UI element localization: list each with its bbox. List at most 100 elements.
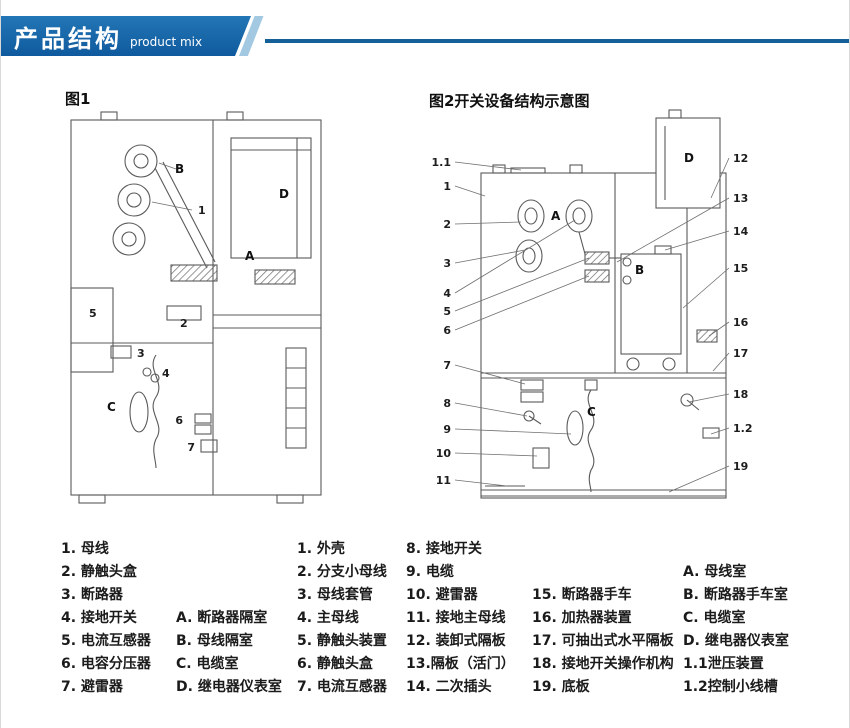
title-banner: 产品结构 product mix: [1, 16, 251, 56]
fig2-callout-8: 8: [443, 397, 451, 410]
fig1-labels: 1 2 3 4 5 6 7 A B C D: [89, 162, 289, 454]
figure2-caption: 图2开关设备结构示意图: [429, 92, 590, 110]
fig1-label-2: 2: [180, 317, 188, 330]
fig2-busbar-compartment: [515, 199, 621, 283]
legend-item: 5. 电流互感器: [61, 633, 151, 649]
fig2-callout-10: 10: [436, 447, 452, 460]
legend-col-fig1-letters: A. 断路器隔室 B. 母线隔室 C. 电缆室 D. 继电器仪表室: [176, 607, 282, 699]
legend-item: 1.1泄压装置: [683, 656, 764, 672]
legend-item: 17. 可抽出式水平隔板: [532, 633, 674, 649]
legend-item: 1.2控制小线槽: [683, 679, 778, 695]
legend-item: B. 断路器手车室: [683, 587, 788, 603]
fig2-leader-lines: [454, 157, 730, 493]
legend-item: 7. 电流互感器: [297, 679, 387, 695]
fig2-label-C: C: [587, 405, 596, 419]
legend-col-fig1-numbers: 1. 母线 2. 静触头盒 3. 断路器 4. 接地开关 5. 电流互感器 6.…: [61, 538, 151, 699]
fig1-bushings: [112, 144, 218, 321]
legend-item: 10. 避雷器: [406, 587, 478, 603]
fig2-label-D: D: [684, 151, 694, 165]
fig2-callout-19: 19: [733, 460, 748, 473]
fig1-label-3: 3: [137, 347, 145, 360]
fig2-callout-2: 2: [443, 218, 451, 231]
fig2-label-B: B: [635, 263, 644, 277]
fig2-callout-12: 12: [733, 152, 748, 165]
figure2-diagram: 1.1 1 2 3 4 5 6 7 8 9 10 11 12 13 14 15 …: [432, 109, 753, 499]
legend-item: 11. 接地主母线: [406, 610, 506, 626]
fig1-label-1: 1: [198, 204, 206, 217]
figure1-diagram: 1 2 3 4 5 6 7 A B C D: [70, 111, 322, 504]
legend-item: 2. 分支小母线: [297, 564, 387, 580]
figure1-caption: 图1: [65, 90, 91, 108]
fig2-callouts-right: 12 13 14 15 16 17 18 1.2 19: [733, 152, 753, 473]
legend-col-fig2-1to7: 1. 外壳 2. 分支小母线 3. 母线套管 4. 主母线 5. 静触头装置 6…: [297, 538, 387, 699]
legend-item: 6. 电容分压器: [61, 656, 151, 672]
page-title: 产品结构: [14, 24, 122, 53]
fig2-breaker-truck: [620, 245, 720, 439]
legend-item: 2. 静触头盒: [61, 564, 137, 580]
legend-col-fig2-8to14: 8. 接地开关 9. 电缆 10. 避雷器 11. 接地主母线 12. 装卸式隔…: [406, 538, 515, 699]
legend-item: C. 电缆室: [176, 656, 239, 672]
legend-item: D. 继电器仪表室: [683, 633, 789, 649]
fig1-label-4: 4: [162, 367, 170, 380]
legend-item: 4. 接地开关: [61, 610, 137, 626]
legend-item: 15. 断路器手车: [532, 587, 632, 603]
fig2-callout-18: 18: [733, 388, 748, 401]
fig2-callout-1-2: 1.2: [733, 422, 753, 435]
legend-item: 1. 外壳: [297, 541, 345, 557]
fig1-label-6: 6: [175, 414, 183, 427]
legend-item: 3. 断路器: [61, 587, 123, 603]
fig1-lower-compartment: [70, 287, 218, 469]
fig2-callout-15: 15: [733, 262, 748, 275]
legend-item: A. 断路器隔室: [176, 610, 268, 626]
legend-item: D. 继电器仪表室: [176, 679, 282, 695]
legend-col-fig2-15to19: 15. 断路器手车 16. 加热器装置 17. 可抽出式水平隔板 18. 接地开…: [532, 584, 674, 699]
legend-item: 18. 接地开关操作机构: [532, 656, 674, 672]
fig1-label-C: C: [107, 400, 116, 414]
legend-item: 5. 静触头装置: [297, 633, 387, 649]
fig1-label-7: 7: [187, 441, 195, 454]
fig2-callout-17: 17: [733, 347, 748, 360]
page-header: 产品结构 product mix: [1, 16, 849, 58]
legend-item: 13.隔板（活门）: [406, 656, 515, 672]
fig2-callout-1: 1: [443, 180, 451, 193]
legend-item: 6. 静触头盒: [297, 656, 373, 672]
legend-item: 4. 主母线: [297, 610, 359, 626]
banner-rule-line: [265, 39, 849, 43]
fig2-callout-3: 3: [443, 257, 451, 270]
legend-item: 12. 装卸式隔板: [406, 633, 506, 649]
legend-item: 19. 底板: [532, 679, 590, 695]
legend-item: 1. 母线: [61, 541, 109, 557]
fig2-cabinet-outline: [480, 164, 727, 499]
fig2-callout-7: 7: [443, 359, 451, 372]
fig2-callout-11: 11: [436, 474, 451, 487]
fig2-callout-5: 5: [443, 305, 451, 318]
legend-item: B. 母线隔室: [176, 633, 253, 649]
legend-item: 14. 二次插头: [406, 679, 492, 695]
fig2-callout-1-1: 1.1: [432, 156, 452, 169]
fig2-callout-14: 14: [733, 225, 749, 238]
fig1-cabinet-outline: [70, 111, 322, 504]
legend-item: 9. 电缆: [406, 564, 454, 580]
fig2-callout-13: 13: [733, 192, 748, 205]
fig1-label-5: 5: [89, 307, 97, 320]
fig2-callout-4: 4: [443, 287, 451, 300]
legend-col-fig2-letters: A. 母线室 B. 断路器手车室 C. 电缆室 D. 继电器仪表室 1.1泄压装…: [683, 561, 789, 699]
fig1-label-A: A: [245, 249, 255, 263]
fig2-label-A: A: [551, 209, 561, 223]
fig2-relay-box: [655, 109, 721, 209]
legend-item: 7. 避雷器: [61, 679, 123, 695]
legend-item: A. 母线室: [683, 564, 747, 580]
fig1-label-D: D: [279, 187, 289, 201]
fig1-relay-compartment: [213, 137, 321, 449]
fig1-label-B: B: [175, 162, 184, 176]
fig2-cable-compartment: [485, 379, 598, 493]
fig2-callouts-left: 1.1 1 2 3 4 5 6 7 8 9 10 11: [432, 156, 452, 487]
fig2-callout-9: 9: [443, 423, 451, 436]
legend-item: 16. 加热器装置: [532, 610, 632, 626]
page-subtitle: product mix: [130, 35, 203, 49]
fig2-callout-16: 16: [733, 316, 749, 329]
legend-item: 8. 接地开关: [406, 541, 482, 557]
legend-item: C. 电缆室: [683, 610, 746, 626]
fig2-callout-6: 6: [443, 324, 451, 337]
